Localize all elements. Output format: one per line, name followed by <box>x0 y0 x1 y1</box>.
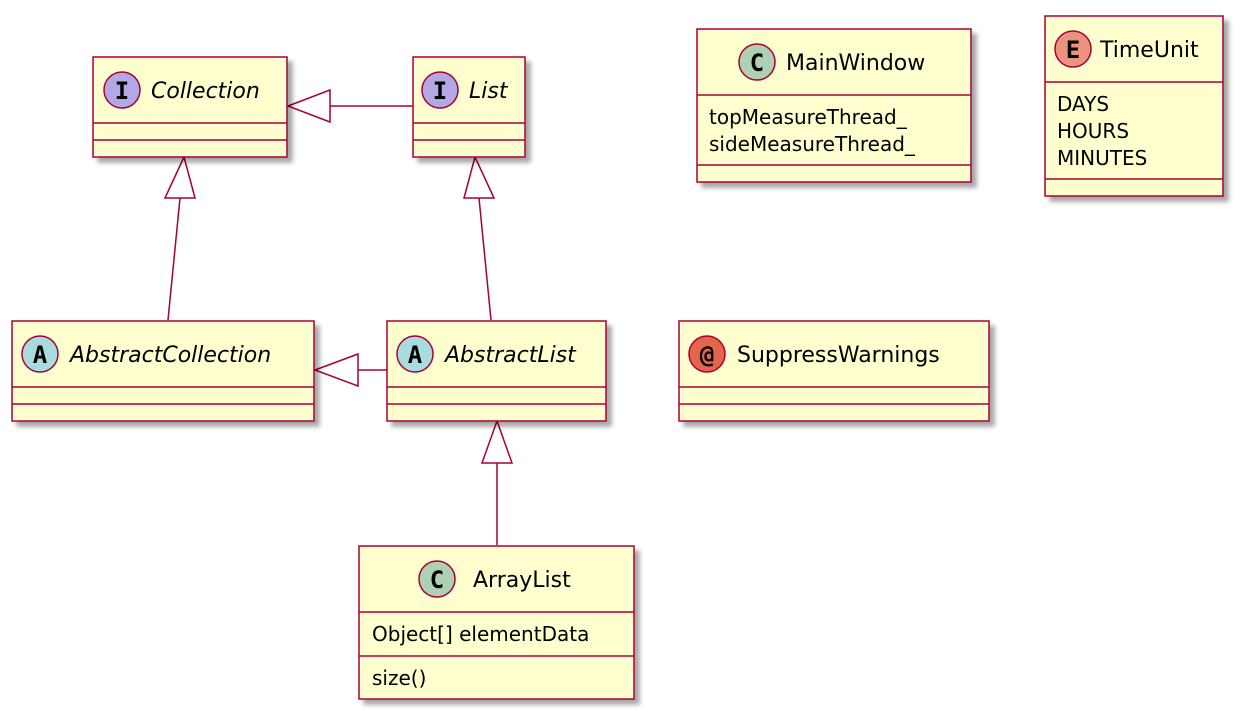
enum-icon: E <box>1054 30 1092 68</box>
edge-list-to-collection <box>285 88 413 124</box>
annotation-badge <box>688 335 726 373</box>
annotation-name-suppresswarnings: SuppressWarnings <box>737 343 940 368</box>
class-badge <box>418 560 456 598</box>
class-arraylist[interactable] <box>358 545 635 700</box>
edge-abstractlist-to-list <box>463 154 496 321</box>
class-name-collection: Collection <box>151 79 260 104</box>
enum-value-days: DAYS <box>1057 92 1109 116</box>
badge-letter: C <box>430 566 444 594</box>
class-name-abstractcollection: AbstractCollection <box>68 343 271 368</box>
interface-badge <box>103 71 141 109</box>
enum-value-minutes: MINUTES <box>1057 146 1147 170</box>
badge-letter: C <box>750 49 764 77</box>
enum-name-timeunit: TimeUnit <box>1099 38 1199 63</box>
class-abstractlist[interactable] <box>386 320 607 422</box>
badge-letter: @ <box>700 341 714 369</box>
field-sidemeasurethread: sideMeasureThread_ <box>709 132 916 156</box>
inheritance-arrowhead <box>463 154 496 199</box>
inheritance-arrowhead <box>312 352 359 388</box>
annotation-suppresswarnings[interactable] <box>678 320 990 422</box>
badge-letter: E <box>1066 36 1080 64</box>
class-name-mainwindow: MainWindow <box>786 51 925 76</box>
class-name-arraylist: ArrayList <box>473 568 571 593</box>
abstract-class-icon: A <box>396 335 434 373</box>
inheritance-arrowhead <box>285 88 331 124</box>
enum-value-hours: HOURS <box>1057 119 1129 143</box>
method-size: size() <box>372 666 426 690</box>
interface-icon: I <box>103 71 141 109</box>
badge-letter: I <box>115 77 129 105</box>
edge-abstractcollection-to-collection <box>163 154 196 321</box>
class-name-list: List <box>469 79 509 104</box>
abstract-badge <box>396 335 434 373</box>
interface-badge <box>421 71 459 109</box>
class-icon: C <box>418 560 456 598</box>
class-list[interactable] <box>412 56 526 158</box>
edge-arraylist-to-abstractlist <box>480 418 514 545</box>
abstract-class-icon: A <box>21 335 59 373</box>
class-badge <box>738 43 776 81</box>
class-name-abstractlist: AbstractList <box>443 343 577 368</box>
field-topmeasurethread: topMeasureThread_ <box>709 105 908 129</box>
class-abstractcollection[interactable] <box>11 320 315 422</box>
annotation-icon: @ <box>688 335 726 373</box>
interface-icon: I <box>421 71 459 109</box>
field-elementdata: Object[] elementData <box>372 622 589 646</box>
abstract-badge <box>21 335 59 373</box>
inheritance-arrowhead <box>163 154 196 199</box>
enum-badge <box>1054 30 1092 68</box>
edge-abstractlist-to-abstractcollection <box>312 352 387 388</box>
badge-letter: I <box>433 77 447 105</box>
badge-letter: A <box>408 341 423 369</box>
class-icon: C <box>738 43 776 81</box>
inheritance-arrowhead <box>480 418 514 464</box>
badge-letter: A <box>33 341 48 369</box>
